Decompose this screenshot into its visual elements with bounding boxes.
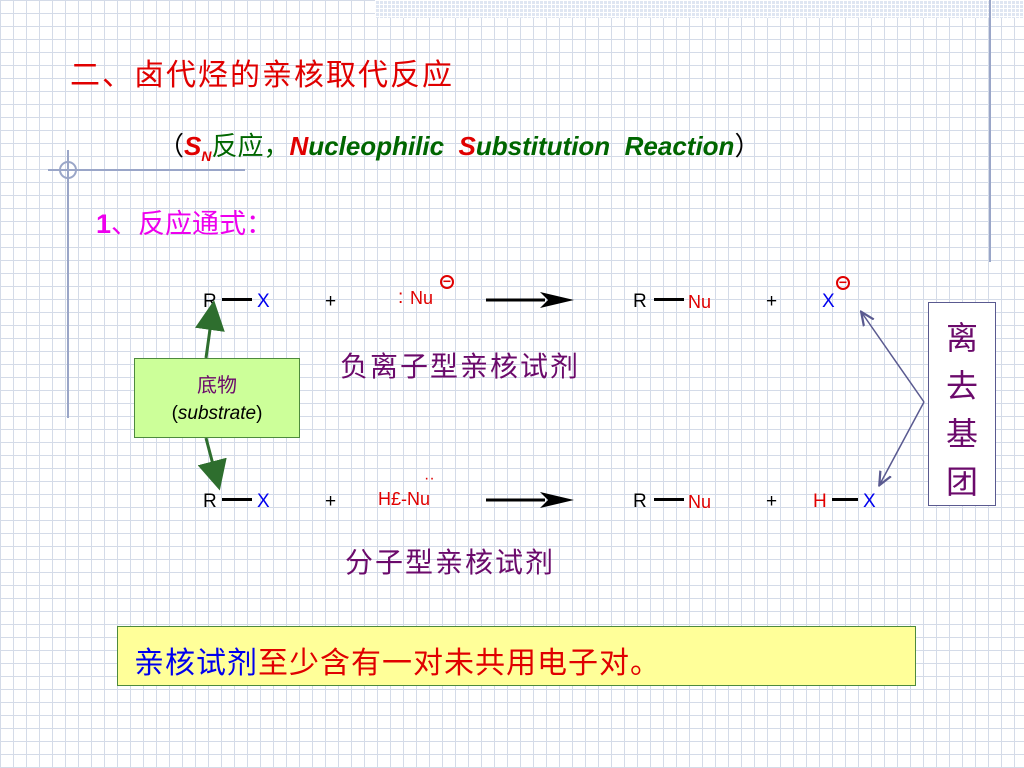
substrate-open-paren: ( xyxy=(171,403,178,424)
reaction-arrow-1 xyxy=(486,292,574,308)
r2-plus: + xyxy=(325,491,337,512)
substrate-arrow-down xyxy=(197,437,227,491)
substitution-rest: ubstitution xyxy=(475,131,611,161)
section-heading: 1、反应通式： xyxy=(96,202,273,241)
r2-x: X xyxy=(257,491,270,512)
substrate-close-paren: ) xyxy=(256,403,263,424)
page-title: 二、卤代烃的亲核取代反应 xyxy=(70,58,454,93)
substrate-en-word: substrate xyxy=(177,403,257,424)
r2-product-r: R xyxy=(633,491,647,512)
r1-leaving-x: X xyxy=(822,291,835,312)
substitution-initial: S xyxy=(458,131,476,161)
section-text: 、反应通式： xyxy=(111,209,274,240)
note-box: 亲核试剂至少含有一对未共用电子对。 xyxy=(117,626,916,686)
r2-nu-dots: ·· xyxy=(424,470,435,487)
r1-product-r: R xyxy=(633,291,647,312)
reaction-word: Reaction xyxy=(624,131,735,161)
r1-x: X xyxy=(257,291,270,312)
note-text: 亲核试剂至少含有一对未共用电子对。 xyxy=(134,638,661,682)
open-paren: （ xyxy=(158,132,185,162)
substrate-en: (substrate) xyxy=(135,403,299,425)
nucleophilic-initial: N xyxy=(289,131,309,161)
sn-s: S xyxy=(184,131,202,161)
r1-product-nu: Nu xyxy=(688,292,712,312)
r1-negative-charge-icon: − xyxy=(440,274,454,289)
note-rest: 至少含有一对未共用电子对。 xyxy=(258,646,661,681)
lg-char-3: 基 xyxy=(945,415,978,453)
r1-bond xyxy=(222,298,252,301)
subtitle: （SN反应，Nucleophilic Substitution Reaction… xyxy=(158,126,760,164)
substrate-cn: 底物 xyxy=(197,373,237,397)
r2-bond xyxy=(222,498,252,501)
sn-subscript: N xyxy=(201,148,212,165)
lg-char-4: 团 xyxy=(945,463,978,501)
reaction-arrow-2 xyxy=(486,492,574,508)
r2-r: R xyxy=(203,491,217,512)
r2-product-nu: Nu xyxy=(688,492,712,512)
r1-nu: Nu xyxy=(410,288,434,308)
leaving-group-box: 离 去 基 团 xyxy=(928,302,996,506)
top-pattern-band xyxy=(375,0,1024,18)
section-number: 1 xyxy=(96,209,112,239)
leaving-arrow-down xyxy=(880,401,925,484)
lg-char-2: 去 xyxy=(945,367,978,405)
r1-leaving-charge-icon: − xyxy=(836,275,850,290)
substrate-arrow-up xyxy=(195,300,225,359)
note-highlight: 亲核试剂 xyxy=(134,646,258,681)
r1-plus2: + xyxy=(766,291,778,312)
r2-hx-bond xyxy=(832,498,858,501)
r1-plus: + xyxy=(325,291,337,312)
caption-molecular-nucleophile: 分子型亲核试剂 xyxy=(345,546,556,579)
close-paren: ） xyxy=(734,132,761,162)
r2-nu: H£-Nu xyxy=(378,489,431,509)
r1-product-bond xyxy=(654,298,684,301)
r2-h: H xyxy=(813,491,827,512)
r2-leaving-x: X xyxy=(863,491,876,512)
leaving-arrow-up xyxy=(862,313,925,403)
substrate-box: 底物 (substrate) xyxy=(134,358,300,438)
subtitle-cn-word: 反应， xyxy=(211,132,290,162)
r2-plus2: + xyxy=(766,491,778,512)
caption-anionic-nucleophile: 负离子型亲核试剂 xyxy=(340,350,581,383)
r2-product-bond xyxy=(654,498,684,501)
r1-nu-dots: : xyxy=(398,287,404,308)
lg-char-1: 离 xyxy=(945,319,978,357)
nucleophilic-rest: ucleophilic xyxy=(308,131,445,161)
